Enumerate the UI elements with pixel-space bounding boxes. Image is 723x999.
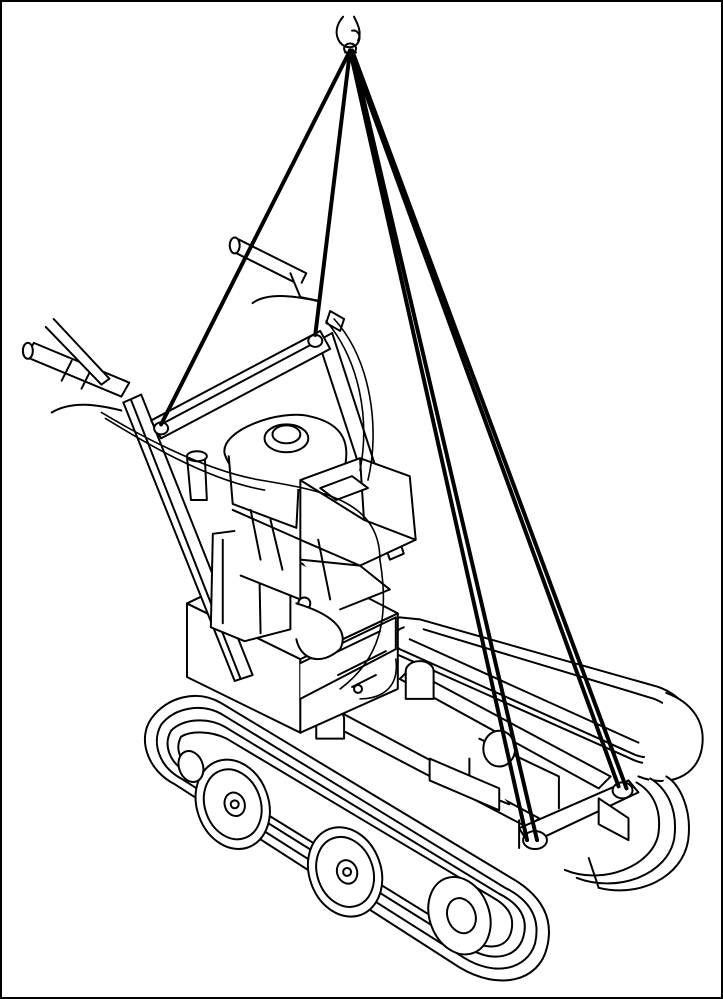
control-cables [100, 318, 398, 700]
lifting-straps [159, 48, 629, 843]
chassis-frame [315, 660, 640, 851]
crane-hook [335, 15, 361, 55]
left-track-wheels [177, 750, 492, 956]
